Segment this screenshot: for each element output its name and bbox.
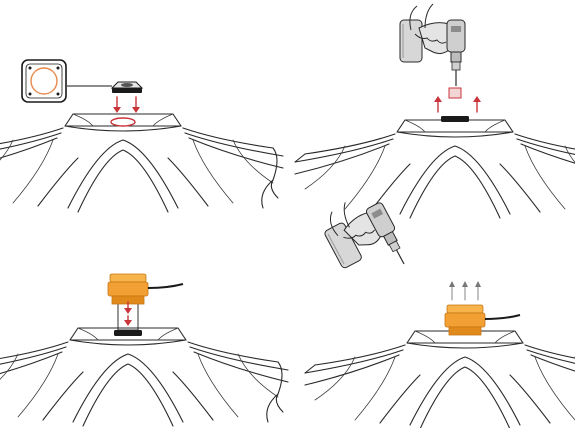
mount-pad-3: [114, 330, 142, 336]
mount-pad-1: [110, 81, 144, 93]
drill-bit-sleeve: [448, 87, 462, 99]
sensor-unit-3: [107, 273, 184, 305]
drill-icon: [315, 186, 413, 291]
drill-icon: [399, 3, 466, 87]
roof-structure-3: [0, 327, 289, 427]
down-arrows-3: [124, 301, 132, 326]
adhesive-ring-target: [110, 117, 136, 127]
step-2-panel: [294, 3, 575, 219]
roof-structure-4: [304, 330, 575, 428]
up-arrows-4: [449, 281, 481, 301]
roof-structure-2: [294, 119, 575, 219]
guide-cylinder: [117, 296, 139, 331]
step-4-panel: [304, 186, 575, 428]
adhesive-ring-detail: [21, 59, 67, 103]
up-arrows-2: [434, 96, 481, 113]
roof-structure-1: [0, 113, 284, 213]
mount-pad-2: [441, 116, 469, 122]
down-arrows-1: [113, 96, 140, 113]
step-3-panel: [0, 273, 289, 427]
sensor-unit-4: [444, 304, 521, 336]
step-1-panel: [0, 59, 284, 213]
